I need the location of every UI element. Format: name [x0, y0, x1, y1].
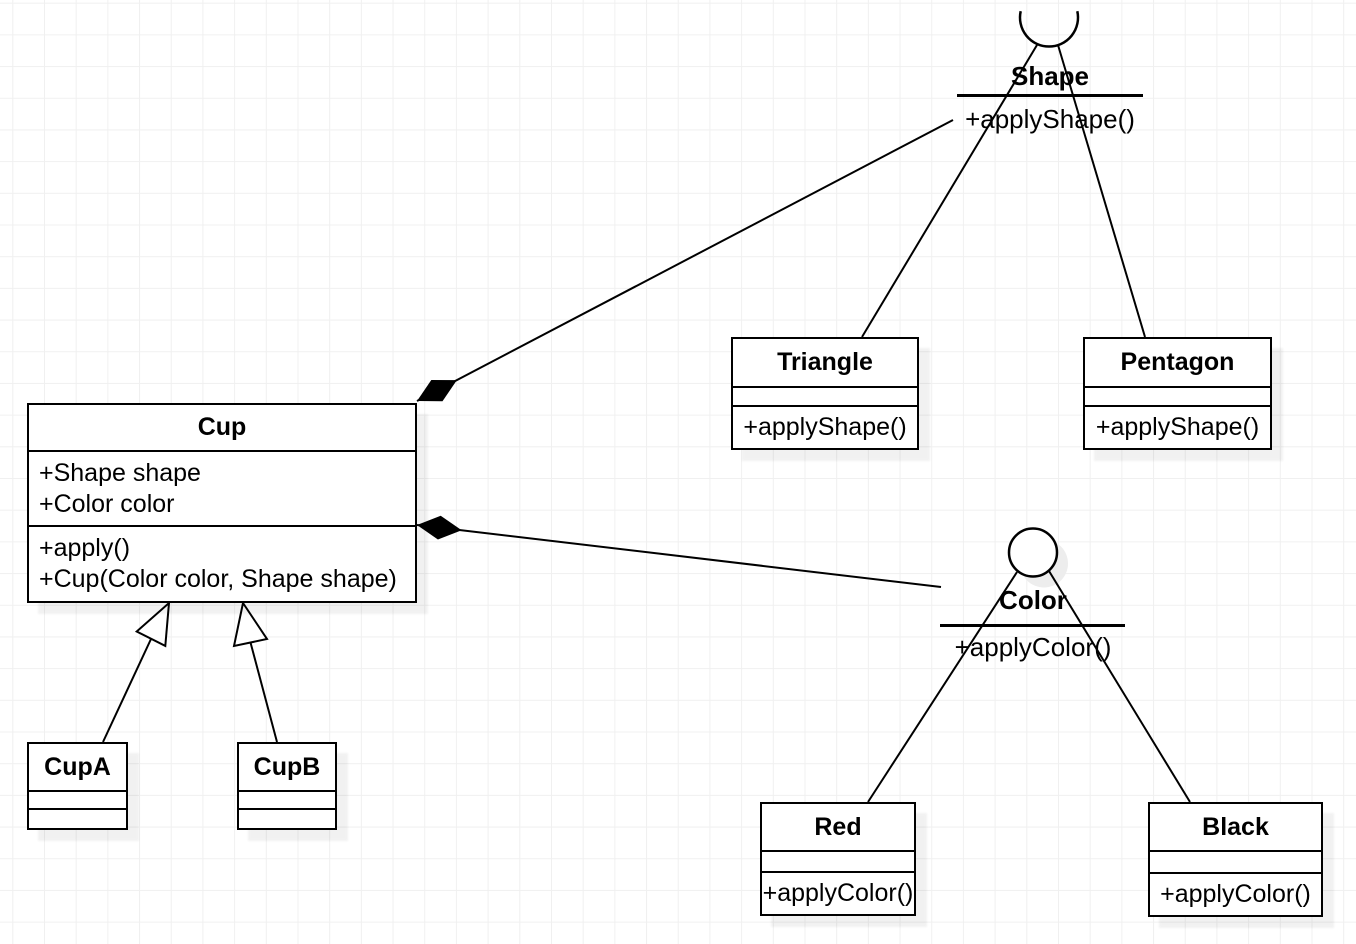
edge-cup-shape[interactable] — [416, 119, 954, 402]
class-name: Red — [814, 812, 862, 841]
methods-section: +applyColor() — [1150, 872, 1321, 915]
methods-section: +apply() +Cup(Color color, Shape shape) — [29, 525, 415, 601]
attributes-section — [239, 790, 335, 808]
composition-diamond-icon — [417, 380, 457, 402]
attributes-section: +Shape shape +Color color — [29, 450, 415, 525]
class-cup[interactable]: Cup +Shape shape +Color color +apply() +… — [27, 403, 417, 603]
methods-section: +applyShape() — [733, 405, 917, 448]
class-cupa[interactable]: CupA — [27, 742, 128, 830]
interface-ball-icon[interactable] — [1007, 527, 1059, 578]
generalization-arrow-icon — [134, 600, 171, 648]
attributes-section — [733, 386, 917, 405]
attribute: +Shape shape — [39, 459, 201, 487]
composition-diamond-icon — [417, 515, 462, 540]
edge-cupa-cup[interactable] — [102, 638, 152, 743]
method: +applyShape() — [743, 413, 907, 441]
method: +Cup(Color color, Shape shape) — [39, 565, 397, 593]
class-black[interactable]: Black +applyColor() — [1148, 802, 1323, 917]
method: +applyColor() — [1160, 880, 1311, 908]
edge-cupb-cup[interactable] — [249, 642, 278, 743]
method: +applyShape() — [1095, 413, 1260, 441]
edge-cup-color[interactable] — [416, 524, 942, 588]
class-pentagon[interactable]: Pentagon +applyShape() — [1083, 337, 1272, 450]
interface-color-name[interactable]: Color — [999, 584, 1067, 615]
method: +apply() — [39, 534, 131, 562]
attributes-section — [29, 790, 126, 808]
methods-section: +applyColor() — [762, 871, 914, 914]
edge-shape-pentagon[interactable] — [1057, 44, 1146, 338]
edge-shape-triangle[interactable] — [861, 44, 1038, 338]
attribute: +Color color — [39, 490, 175, 518]
class-name: CupB — [253, 752, 321, 781]
method: +applyColor() — [762, 879, 914, 907]
attributes-section — [762, 850, 914, 871]
class-triangle[interactable]: Triangle +applyShape() — [731, 337, 919, 450]
interface-socket-icon[interactable] — [1018, 10, 1080, 48]
class-name: Pentagon — [1120, 348, 1235, 376]
class-cupb[interactable]: CupB — [237, 742, 337, 830]
interface-color-method[interactable]: +applyColor() — [954, 631, 1112, 662]
class-name: Triangle — [777, 348, 873, 376]
interface-color-underline — [940, 624, 1125, 627]
edge-color-red[interactable] — [867, 571, 1018, 803]
edge-color-black[interactable] — [1048, 570, 1191, 803]
methods-section: +applyShape() — [1085, 405, 1270, 448]
class-name: Cup — [197, 413, 247, 441]
class-name: Black — [1202, 812, 1269, 841]
attributes-section — [1150, 850, 1321, 872]
generalization-arrow-icon — [232, 600, 269, 648]
class-red[interactable]: Red +applyColor() — [760, 802, 916, 916]
class-name: CupA — [44, 752, 111, 781]
interface-shape-underline — [957, 94, 1143, 97]
attributes-section — [1085, 386, 1270, 405]
methods-section — [29, 808, 126, 828]
methods-section — [239, 808, 335, 828]
